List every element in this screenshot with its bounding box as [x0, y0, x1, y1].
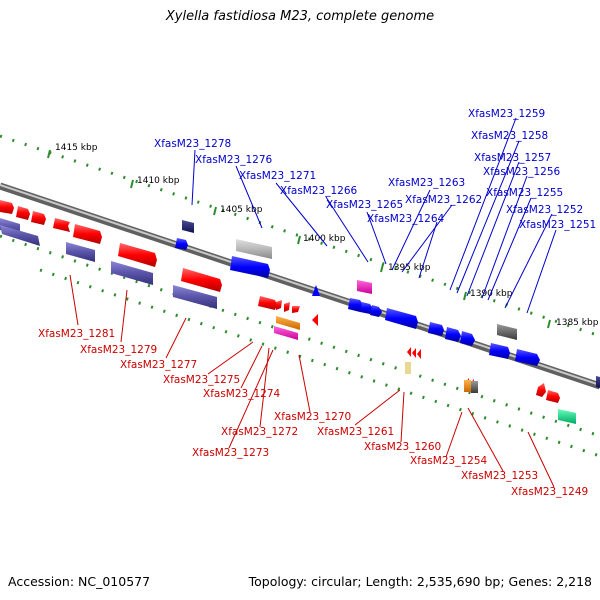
gene-feature[interactable]: [236, 239, 272, 259]
gene-label[interactable]: XfasM23_1257: [474, 152, 551, 164]
gene-feature[interactable]: [181, 268, 222, 292]
gene-feature[interactable]: [360, 302, 373, 314]
tick-label: 1385 kbp: [556, 318, 599, 328]
gene-label[interactable]: XfasM23_1251: [519, 219, 596, 231]
misc-features: [236, 239, 600, 424]
gene-feature[interactable]: [489, 343, 510, 359]
gene-label[interactable]: XfasM23_1277: [120, 359, 197, 371]
top-gene-labels: XfasM23_1278 XfasM23_1276 XfasM23_1271 X…: [154, 108, 596, 231]
accession-text: Accession: NC_010577: [8, 574, 151, 589]
gene-feature[interactable]: [348, 298, 364, 312]
gene-label[interactable]: XfasM23_1261: [317, 426, 394, 438]
gene-feature[interactable]: [31, 211, 46, 225]
gene-feature[interactable]: [558, 409, 576, 424]
gene-label[interactable]: XfasM23_1249: [511, 486, 588, 498]
gene-feature[interactable]: [407, 347, 411, 357]
gene-feature[interactable]: [111, 261, 153, 285]
gene-feature[interactable]: [546, 390, 560, 403]
gene-label[interactable]: XfasM23_1281: [38, 328, 115, 340]
major-ticks: [47, 149, 551, 329]
gene-label[interactable]: XfasM23_1255: [486, 187, 563, 199]
gene-label[interactable]: XfasM23_1279: [80, 344, 157, 356]
gene-feature[interactable]: [0, 225, 40, 246]
gene-label[interactable]: XfasM23_1270: [274, 411, 351, 423]
gene-feature[interactable]: [412, 348, 416, 358]
gene-feature[interactable]: [182, 220, 194, 233]
gene-feature[interactable]: [405, 362, 411, 374]
gene-feature[interactable]: [16, 206, 30, 220]
gene-feature[interactable]: [357, 280, 372, 294]
gene-label[interactable]: XfasM23_1278: [154, 138, 231, 150]
gene-label[interactable]: XfasM23_1253: [461, 470, 538, 482]
gene-feature[interactable]: [460, 331, 475, 346]
gene-feature[interactable]: [230, 256, 270, 278]
gene-feature[interactable]: [173, 285, 217, 309]
tick-label: 1395 kbp: [388, 263, 431, 273]
forward-strand-genes: [175, 220, 540, 366]
gene-feature[interactable]: [445, 327, 461, 342]
gene-feature[interactable]: [73, 224, 102, 244]
bottom-gene-labels: XfasM23_1281 XfasM23_1279 XfasM23_1277 X…: [38, 328, 588, 498]
gene-feature[interactable]: [276, 300, 282, 310]
gene-label[interactable]: XfasM23_1275: [163, 374, 240, 386]
tick-label: 1405 kbp: [220, 205, 263, 215]
rna-features: [0, 218, 217, 309]
gene-feature[interactable]: [471, 381, 478, 393]
gene-label[interactable]: XfasM23_1252: [506, 204, 583, 216]
top-callout-lines: [191, 117, 557, 314]
gene-feature[interactable]: [284, 302, 290, 312]
gene-feature[interactable]: [0, 200, 14, 214]
gene-label[interactable]: XfasM23_1265: [326, 199, 403, 211]
gene-feature[interactable]: [118, 243, 157, 267]
gene-label[interactable]: XfasM23_1256: [483, 166, 561, 178]
gene-label[interactable]: XfasM23_1259: [468, 108, 545, 120]
gene-label[interactable]: XfasM23_1273: [192, 447, 269, 459]
gene-feature[interactable]: [497, 324, 517, 340]
gene-feature[interactable]: [175, 238, 188, 250]
bottom-callout-lines: [69, 274, 555, 488]
gene-feature[interactable]: [258, 296, 277, 310]
tick-label: 1390 kbp: [470, 289, 513, 299]
gene-label[interactable]: XfasM23_1271: [239, 170, 316, 182]
gene-feature[interactable]: [385, 308, 418, 329]
gene-label[interactable]: XfasM23_1266: [280, 185, 358, 197]
gene-label[interactable]: XfasM23_1258: [471, 130, 548, 142]
gene-label[interactable]: XfasM23_1264: [367, 213, 445, 225]
gene-feature[interactable]: [292, 306, 300, 313]
gene-feature[interactable]: [53, 218, 70, 232]
gene-feature[interactable]: [536, 383, 546, 397]
tick-row-mid: [0, 234, 600, 438]
map-title: Xylella fastidiosa M23, complete genome: [165, 9, 435, 24]
gene-feature[interactable]: [596, 376, 600, 388]
gene-feature[interactable]: [464, 380, 471, 392]
gene-feature[interactable]: [428, 322, 444, 336]
gene-label[interactable]: XfasM23_1263: [388, 177, 465, 189]
gene-feature[interactable]: [66, 242, 95, 262]
tick-row-upper: [0, 134, 600, 338]
gene-feature[interactable]: [312, 314, 318, 326]
gene-feature[interactable]: [274, 326, 298, 340]
gene-label[interactable]: XfasM23_1262: [405, 194, 482, 206]
gene-label[interactable]: XfasM23_1272: [221, 426, 298, 438]
reverse-strand-genes: [0, 200, 560, 403]
gene-label[interactable]: XfasM23_1254: [410, 455, 488, 467]
gene-feature[interactable]: [312, 285, 320, 296]
tick-label: 1400 kbp: [303, 234, 346, 244]
gene-feature[interactable]: [515, 349, 540, 366]
genome-summary-text: Topology: circular; Length: 2,535,690 bp…: [248, 574, 592, 589]
tick-label: 1410 kbp: [137, 176, 180, 186]
gene-feature[interactable]: [417, 349, 421, 359]
gene-label[interactable]: XfasM23_1260: [364, 441, 441, 453]
gene-feature[interactable]: [276, 316, 300, 330]
gene-label[interactable]: XfasM23_1276: [195, 154, 273, 166]
gene-label[interactable]: XfasM23_1274: [203, 388, 281, 400]
tick-label: 1415 kbp: [55, 143, 98, 153]
gene-feature[interactable]: [370, 305, 382, 317]
